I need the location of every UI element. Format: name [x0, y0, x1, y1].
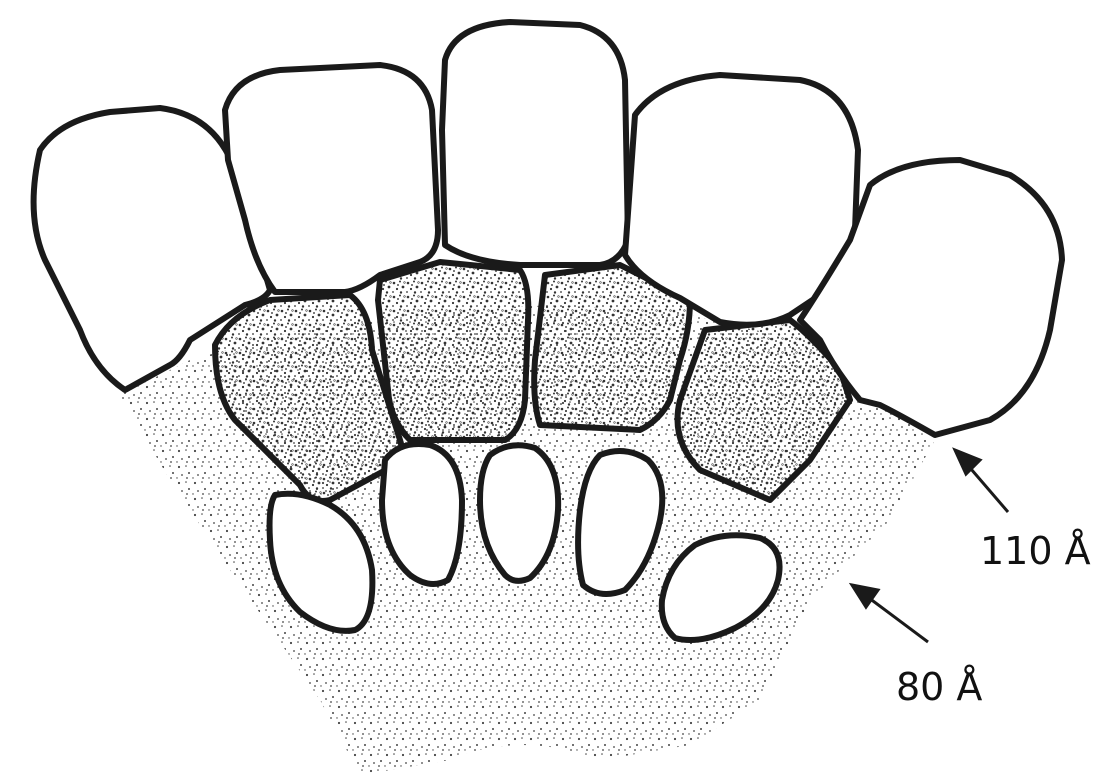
head-lobe-2 — [225, 65, 438, 292]
head-lobe-3 — [442, 22, 628, 265]
annotation-label-80: 80 Å — [896, 668, 982, 706]
annotation-label-110: 110 Å — [980, 532, 1091, 570]
arrow-80-shaft — [865, 595, 928, 642]
bulb-3 — [480, 445, 558, 581]
arrow-80-head — [852, 585, 878, 607]
arrow-110-head — [955, 450, 980, 474]
stalk-2 — [378, 262, 528, 440]
